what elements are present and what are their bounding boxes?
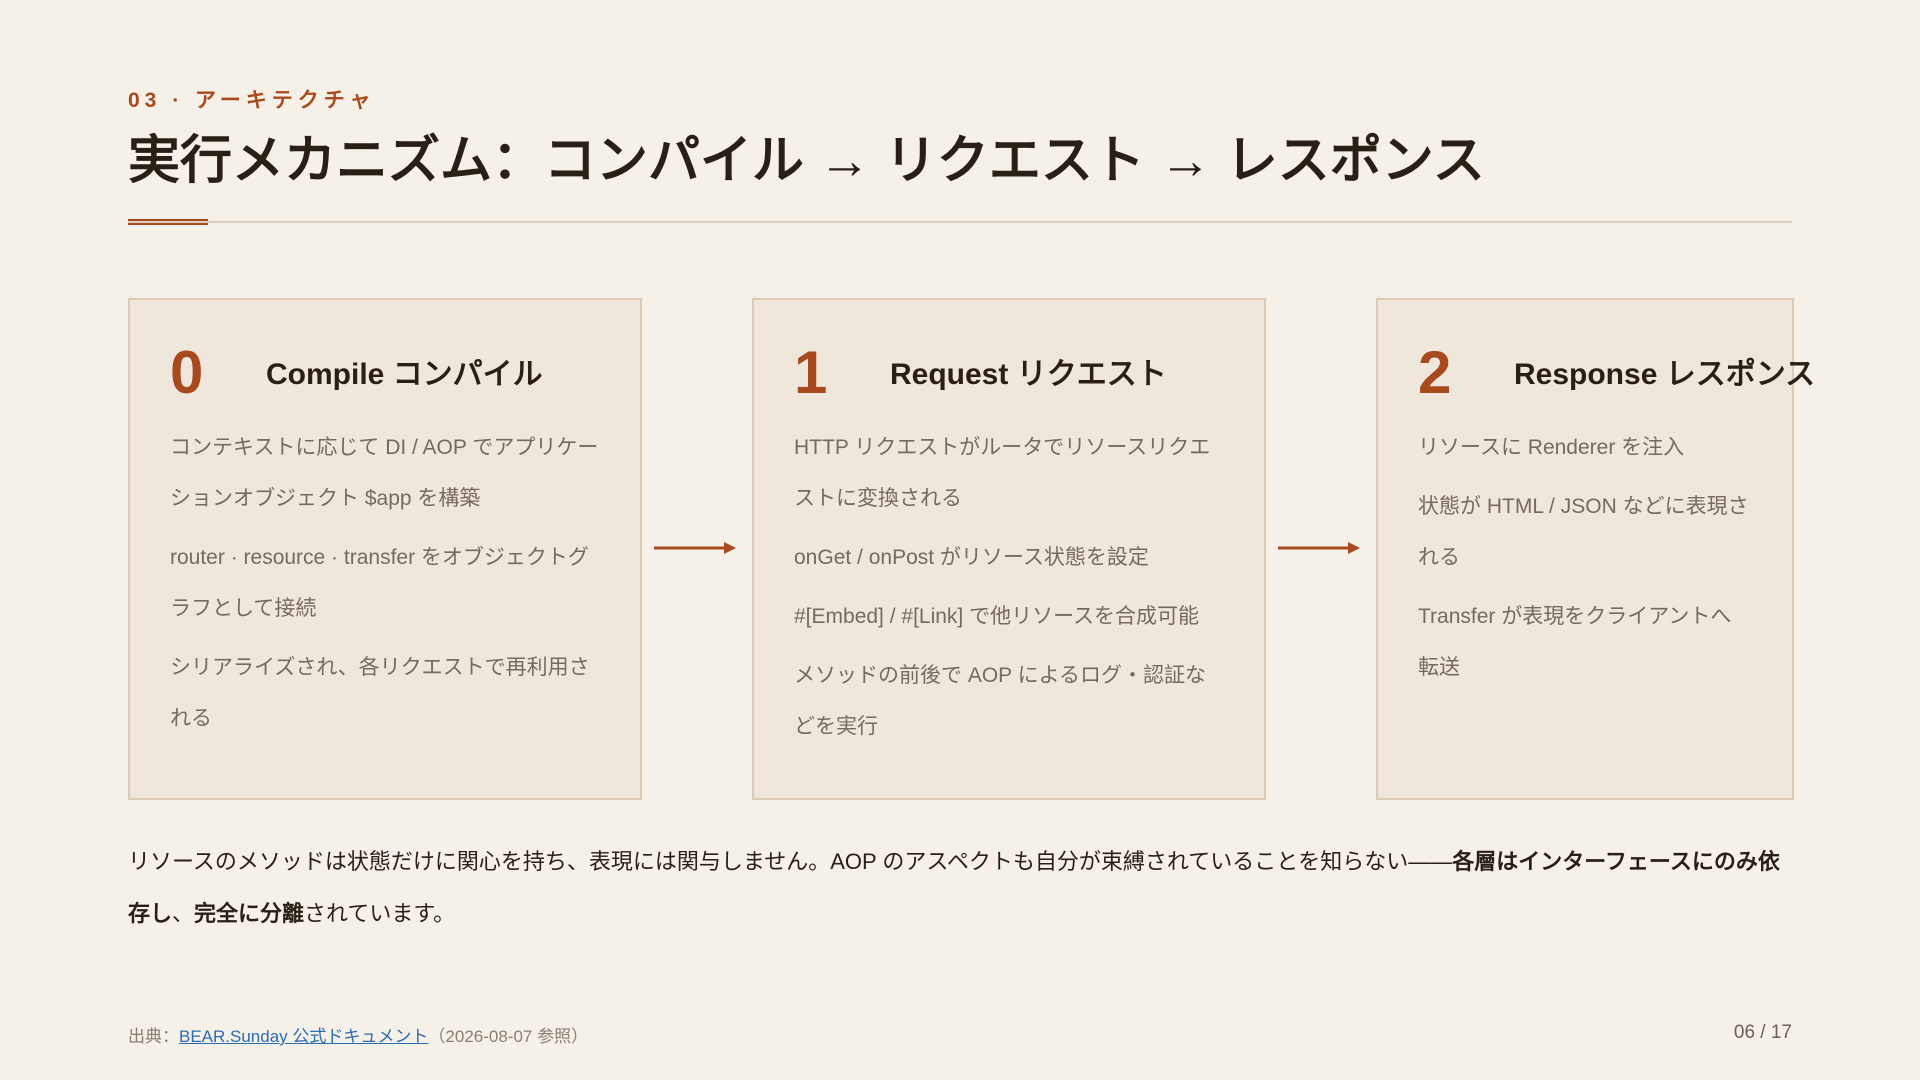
step-item: 状態が HTML / JSON などに表現される bbox=[1418, 495, 1749, 569]
step-item: Transfer が表現をクライアントへ転送 bbox=[1418, 605, 1732, 679]
step-items: コンテキストに応じて DI / AOP でアプリケーションオブジェクト $app… bbox=[170, 422, 600, 744]
summary-paragraph: リソースのメソッドは状態だけに関心を持ち、表現には関与しません。AOP のアスペ… bbox=[128, 836, 1792, 940]
step-number: 1 bbox=[794, 339, 828, 406]
step-number: 2 bbox=[1418, 339, 1452, 406]
slide: 03 · アーキテクチャ 実行メカニズム：コンパイル → リクエスト → レスポ… bbox=[128, 0, 1815, 1080]
summary-text: されています。 bbox=[304, 901, 456, 926]
source-link[interactable]: BEAR.Sunday 公式ドキュメント bbox=[179, 1027, 429, 1046]
step-item: リソースに Renderer を注入 bbox=[1418, 436, 1685, 459]
page-title: 実行メカニズム：コンパイル → リクエスト → レスポンス bbox=[128, 132, 1485, 190]
step-item: コンテキストに応じて DI / AOP でアプリケーションオブジェクト $app… bbox=[170, 436, 599, 510]
summary-text: リソースのメソッドは状態だけに関心を持ち、表現には関与しません。AOP のアスペ… bbox=[128, 849, 1453, 874]
summary-text: 、 bbox=[172, 901, 195, 926]
summary-emphasis: 各層はインターフェースにのみ依存し bbox=[128, 849, 1780, 926]
step-item: router · resource · transfer をオブジェクトグラフと… bbox=[170, 546, 589, 620]
step-item: シリアライズされ、各リクエストで再利用される bbox=[170, 656, 590, 730]
step-items: リソースに Renderer を注入 状態が HTML / JSON などに表現… bbox=[1418, 422, 1752, 693]
steps-flow: 0 Compile コンパイル コンテキストに応じて DI / AOP でアプリ… bbox=[128, 298, 1815, 800]
source-suffix: （2026-08-07 参照） bbox=[428, 1027, 589, 1046]
step-item: onGet / onPost がリソース状態を設定 bbox=[794, 546, 1149, 569]
step-item: メソッドの前後で AOP によるログ・認証などを実行 bbox=[794, 664, 1207, 738]
step-items: HTTP リクエストがルータでリソースリクエストに変換される onGet / o… bbox=[794, 422, 1224, 752]
title-divider-accent bbox=[128, 219, 208, 225]
step-number: 0 bbox=[170, 339, 204, 406]
page-number: 06 / 17 bbox=[1733, 1022, 1792, 1043]
arrow-right-icon bbox=[654, 542, 736, 554]
step-title: Compile コンパイル bbox=[266, 358, 543, 391]
step-item: #[Embed] / #[Link] で他リソースを合成可能 bbox=[794, 605, 1200, 628]
step-title: Request リクエスト bbox=[890, 358, 1167, 391]
title-divider bbox=[128, 221, 1792, 223]
step-title: Response レスポンス bbox=[1514, 358, 1816, 391]
section-eyebrow: 03 · アーキテクチャ bbox=[128, 89, 376, 112]
step-card-request: 1 Request リクエスト HTTP リクエストがルータでリソースリクエスト… bbox=[752, 298, 1266, 800]
step-card-compile: 0 Compile コンパイル コンテキストに応じて DI / AOP でアプリ… bbox=[128, 298, 642, 800]
arrow-right-icon bbox=[1278, 542, 1360, 554]
step-item: HTTP リクエストがルータでリソースリクエストに変換される bbox=[794, 436, 1211, 510]
source-prefix: 出典： bbox=[128, 1027, 179, 1046]
summary-emphasis: 完全に分離 bbox=[194, 901, 305, 926]
source-citation: 出典：BEAR.Sunday 公式ドキュメント（2026-08-07 参照） bbox=[128, 1022, 588, 1047]
step-card-response: 2 Response レスポンス リソースに Renderer を注入 状態が … bbox=[1376, 298, 1815, 800]
